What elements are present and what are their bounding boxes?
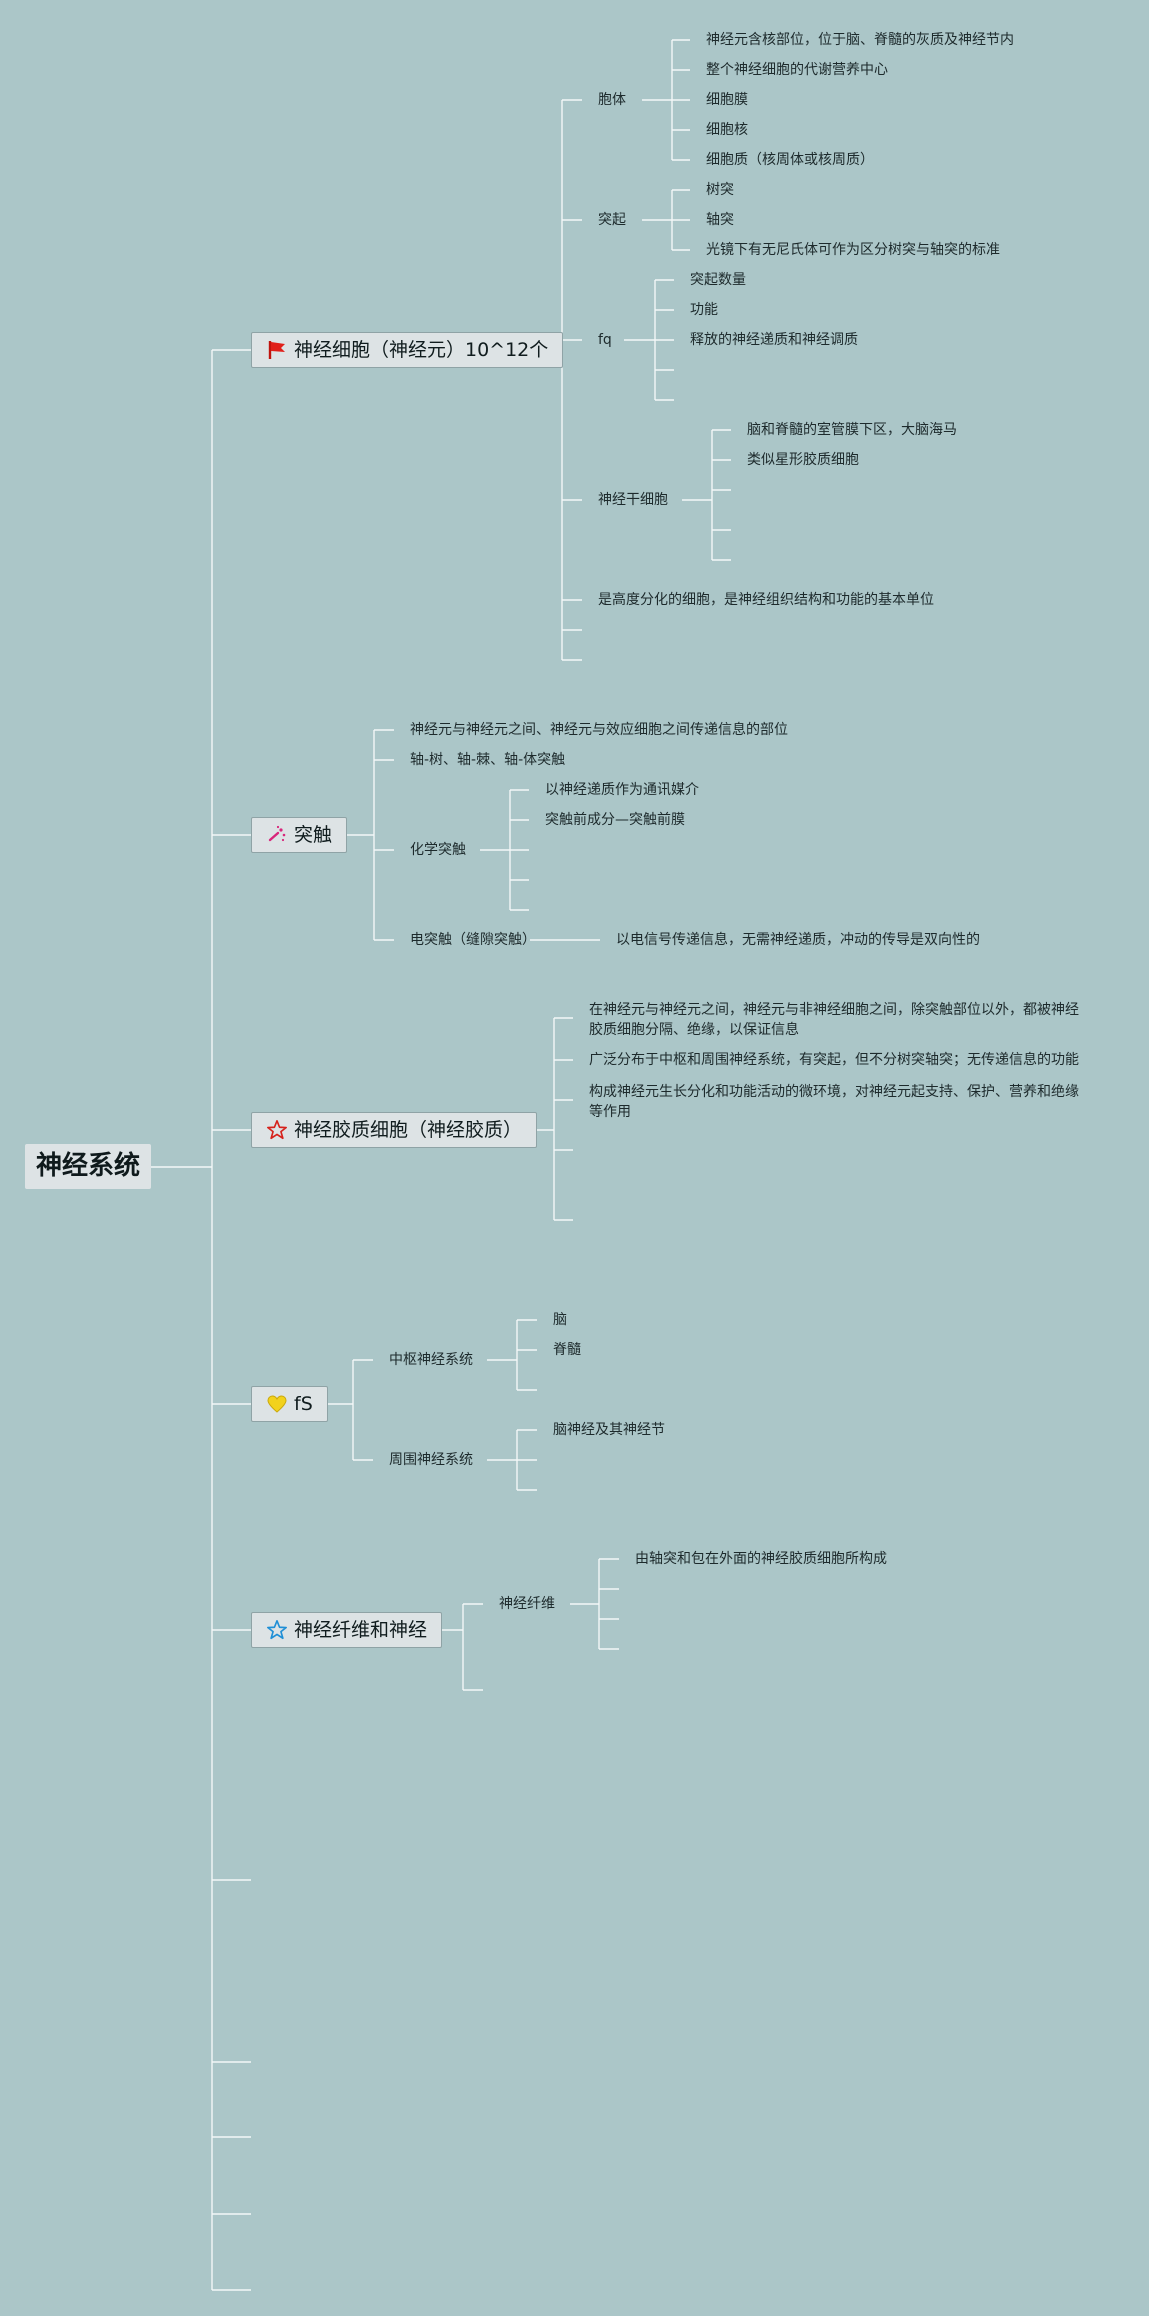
topic-glial-cell[interactable]: 神经胶质细胞（神经胶质）	[251, 1112, 538, 1148]
topic-fs[interactable]: fS	[251, 1386, 328, 1422]
leaf-node[interactable]: 细胞膜	[706, 92, 748, 108]
leaf-node[interactable]: 广泛分布于中枢和周围神经系统，有突起，但不分树突轴突；无传递信息的功能	[589, 1052, 1079, 1068]
red-star-outline-icon	[266, 1119, 288, 1141]
subtopic-chemical-synapse[interactable]: 化学突触	[410, 842, 466, 858]
topic-label: 神经细胞（神经元）10^12个	[294, 338, 549, 361]
leaf-node[interactable]: 以神经递质作为通讯媒介	[545, 782, 699, 798]
leaf-node[interactable]: 光镜下有无尼氏体可作为区分树突与轴突的标准	[706, 242, 1000, 258]
leaf-node[interactable]: 类似星形胶质细胞	[747, 452, 859, 468]
leaf-node[interactable]: 脑神经及其神经节	[553, 1422, 665, 1438]
leaf-node[interactable]: 轴突	[706, 212, 734, 228]
leaf-node[interactable]: 释放的神经递质和神经调质	[690, 332, 858, 348]
sparkle-icon	[266, 824, 288, 846]
topic-label: 神经纤维和神经	[294, 1618, 428, 1641]
topic-nerve-fiber[interactable]: 神经纤维和神经	[251, 1612, 443, 1648]
leaf-node[interactable]: 突起数量	[690, 272, 746, 288]
subtopic-summary[interactable]: 是高度分化的细胞，是神经组织结构和功能的基本单位	[598, 592, 934, 608]
leaf-node[interactable]: 细胞质（核周体或核周质）	[706, 152, 874, 168]
topic-label: 突触	[294, 823, 333, 846]
topic-label: 神经胶质细胞（神经胶质）	[294, 1118, 523, 1141]
leaf-node[interactable]: 树突	[706, 182, 734, 198]
leaf-node[interactable]: 以电信号传递信息，无需神经递质，冲动的传导是双向性的	[616, 932, 980, 948]
leaf-node[interactable]: 构成神经元生长分化和功能活动的微环境，对神经元起支持、保护、营养和绝缘等作用	[589, 1084, 1079, 1120]
subtopic-cns[interactable]: 中枢神经系统	[389, 1352, 473, 1368]
topic-neuron[interactable]: 神经细胞（神经元）10^12个	[251, 332, 564, 368]
leaf-node[interactable]: 神经元含核部位，位于脑、脊髓的灰质及神经节内	[706, 32, 1014, 48]
subtopic-nerve-fiber[interactable]: 神经纤维	[499, 1596, 555, 1612]
leaf-node[interactable]: 在神经元与神经元之间，神经元与非神经细胞之间，除突触部位以外，都被神经胶质细胞分…	[589, 1002, 1079, 1038]
subtopic-electrical-synapse[interactable]: 电突触（缝隙突触）	[410, 932, 536, 948]
subtopic-process[interactable]: 突起	[598, 212, 626, 228]
topic-synapse[interactable]: 突触	[251, 817, 348, 853]
blue-star-outline-icon	[266, 1619, 288, 1641]
subtopic-cell-body[interactable]: 胞体	[598, 92, 626, 108]
leaf-node[interactable]: 脑	[553, 1312, 567, 1328]
subtopic-pns[interactable]: 周围神经系统	[389, 1452, 473, 1468]
yellow-heart-icon	[266, 1393, 288, 1415]
subtopic-fq[interactable]: fq	[598, 332, 612, 348]
root-topic[interactable]: 神经系统	[25, 1144, 151, 1189]
leaf-node[interactable]: 整个神经细胞的代谢营养中心	[706, 62, 888, 78]
subtopic-synapse-def[interactable]: 神经元与神经元之间、神经元与效应细胞之间传递信息的部位	[410, 722, 788, 738]
leaf-node[interactable]: 功能	[690, 302, 718, 318]
leaf-node[interactable]: 突触前成分—突触前膜	[545, 812, 685, 828]
leaf-node[interactable]: 细胞核	[706, 122, 748, 138]
subtopic-stem-cell[interactable]: 神经干细胞	[598, 492, 668, 508]
leaf-node[interactable]: 脑和脊髓的室管膜下区，大脑海马	[747, 422, 957, 438]
leaf-node[interactable]: 由轴突和包在外面的神经胶质细胞所构成	[635, 1551, 887, 1567]
red-flag-icon	[266, 339, 288, 361]
subtopic-synapse-types[interactable]: 轴-树、轴-棘、轴-体突触	[410, 752, 566, 768]
topic-label: fS	[294, 1392, 313, 1415]
leaf-node[interactable]: 脊髓	[553, 1342, 581, 1358]
